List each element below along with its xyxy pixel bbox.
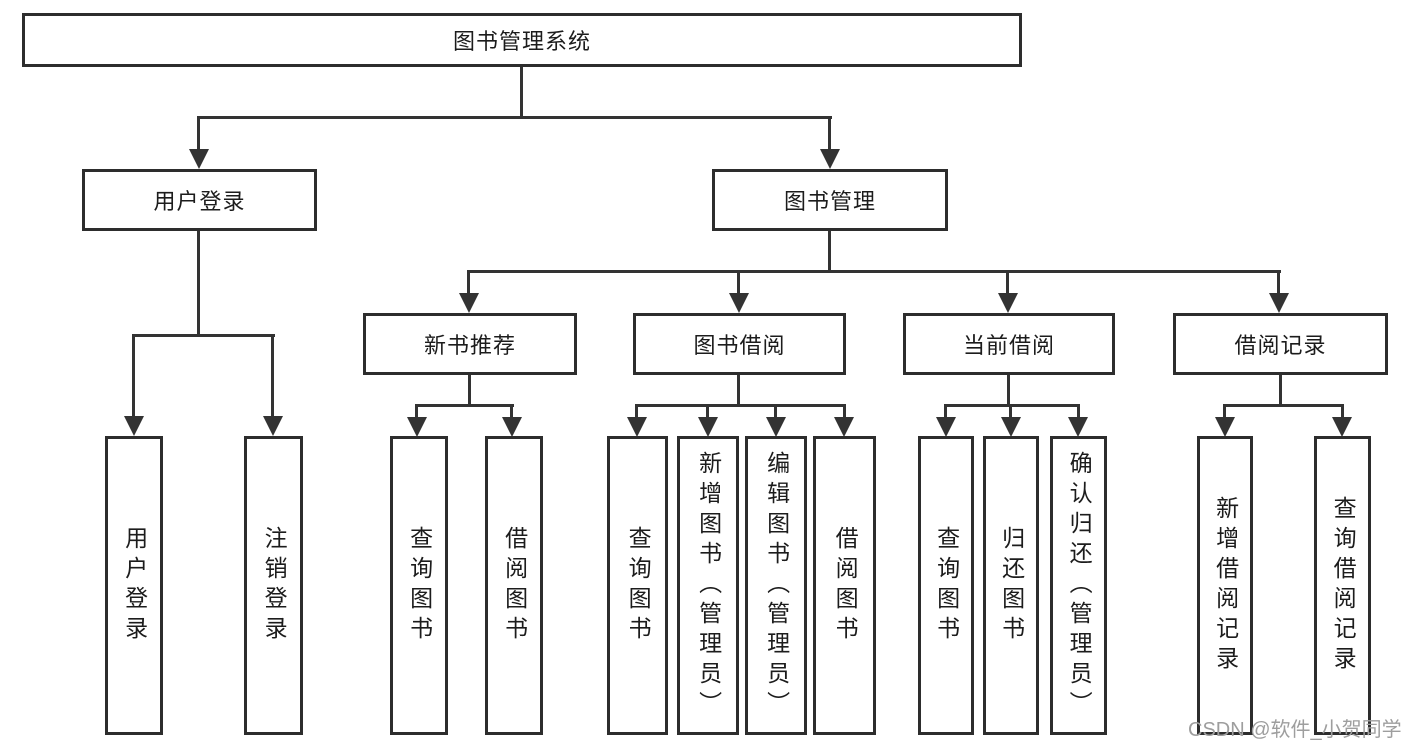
node-user-login: 用户登录 — [82, 169, 317, 231]
connector-line — [510, 404, 513, 418]
connector-line — [828, 231, 831, 273]
node-current-borrowing: 当前借阅 — [903, 313, 1115, 375]
node-leaf-borrow-books-1-label: 借阅图书 — [501, 525, 528, 646]
arrowhead-down-icon — [766, 417, 786, 437]
node-leaf-query-books-2-label: 查询图书 — [625, 525, 652, 646]
node-user-login-label: 用户登录 — [153, 189, 246, 214]
arrowhead-down-icon — [1001, 417, 1021, 437]
csdn-watermark: CSDN @软件_小贺同学 — [1188, 719, 1402, 741]
node-leaf-add-borrow-record: 新增借阅记录 — [1197, 436, 1253, 735]
arrowhead-down-icon — [820, 149, 840, 169]
node-leaf-logout: 注销登录 — [244, 436, 303, 735]
node-leaf-user-login-label: 用户登录 — [121, 525, 148, 646]
connector-line — [1006, 270, 1009, 294]
arrowhead-down-icon — [1068, 417, 1088, 437]
node-leaf-query-borrow-record: 查询借阅记录 — [1314, 436, 1371, 735]
node-leaf-confirm-return-admin-label: 确认归还（管理员） — [1066, 450, 1093, 721]
node-leaf-query-books-1: 查询图书 — [390, 436, 448, 735]
node-leaf-borrow-books-2-label: 借阅图书 — [832, 525, 859, 646]
connector-line — [132, 334, 135, 417]
connector-line — [944, 404, 947, 418]
connector-line — [197, 116, 832, 119]
node-leaf-add-book-admin: 新增图书（管理员） — [677, 436, 739, 735]
node-leaf-confirm-return-admin: 确认归还（管理员） — [1050, 436, 1107, 735]
node-leaf-query-books-3: 查询图书 — [918, 436, 974, 735]
arrowhead-down-icon — [998, 293, 1018, 313]
arrowhead-down-icon — [1215, 417, 1235, 437]
arrowhead-down-icon — [1269, 293, 1289, 313]
connector-line — [1279, 375, 1282, 407]
connector-line — [1223, 404, 1344, 407]
arrowhead-down-icon — [1332, 417, 1352, 437]
node-borrowing-records-label: 借阅记录 — [1234, 333, 1327, 358]
connector-line — [1009, 404, 1012, 418]
arrowhead-down-icon — [407, 417, 427, 437]
connector-line — [271, 334, 274, 417]
arrowhead-down-icon — [124, 416, 144, 436]
arrowhead-down-icon — [263, 416, 283, 436]
node-leaf-add-book-admin-label: 新增图书（管理员） — [695, 450, 722, 721]
node-leaf-query-books-1-label: 查询图书 — [406, 525, 433, 646]
node-leaf-user-login: 用户登录 — [105, 436, 163, 735]
connector-line — [706, 404, 709, 418]
node-book-management-label: 图书管理 — [783, 189, 876, 214]
node-new-book-recommend-label: 新书推荐 — [423, 333, 516, 358]
node-root: 图书管理系统 — [22, 13, 1022, 67]
node-new-book-recommend: 新书推荐 — [363, 313, 577, 375]
connector-line — [197, 231, 200, 336]
connector-line — [774, 404, 777, 418]
node-borrowing-records: 借阅记录 — [1173, 313, 1388, 375]
node-current-borrowing-label: 当前借阅 — [962, 333, 1055, 358]
node-book-borrowing-label: 图书借阅 — [693, 333, 786, 358]
arrowhead-down-icon — [834, 417, 854, 437]
connector-line — [132, 334, 275, 337]
node-leaf-query-borrow-record-label: 查询借阅记录 — [1330, 495, 1357, 676]
connector-line — [415, 404, 418, 418]
arrowhead-down-icon — [698, 417, 718, 437]
node-leaf-return-books-label: 归还图书 — [998, 525, 1025, 646]
node-leaf-query-books-2: 查询图书 — [607, 436, 668, 735]
connector-line — [737, 270, 740, 294]
node-leaf-edit-book-admin: 编辑图书（管理员） — [745, 436, 807, 735]
connector-line — [467, 270, 1281, 273]
connector-line — [635, 404, 638, 418]
node-root-label: 图书管理系统 — [452, 29, 591, 54]
connector-line — [520, 66, 523, 118]
node-book-borrowing: 图书借阅 — [633, 313, 846, 375]
connector-line — [828, 116, 831, 150]
node-leaf-borrow-books-2: 借阅图书 — [813, 436, 876, 735]
connector-line — [737, 375, 740, 407]
node-leaf-logout-label: 注销登录 — [261, 525, 288, 646]
connector-line — [467, 270, 470, 294]
arrowhead-down-icon — [729, 293, 749, 313]
connector-line — [1223, 404, 1226, 418]
node-leaf-add-borrow-record-label: 新增借阅记录 — [1212, 495, 1239, 676]
connector-line — [1277, 270, 1280, 294]
connector-line — [1007, 375, 1010, 407]
arrowhead-down-icon — [502, 417, 522, 437]
node-leaf-query-books-3-label: 查询图书 — [933, 525, 960, 646]
node-leaf-borrow-books-1: 借阅图书 — [485, 436, 543, 735]
connector-line — [415, 404, 514, 407]
arrowhead-down-icon — [189, 149, 209, 169]
connector-line — [843, 404, 846, 418]
arrowhead-down-icon — [459, 293, 479, 313]
connector-line — [1077, 404, 1080, 418]
arrowhead-down-icon — [936, 417, 956, 437]
arrowhead-down-icon — [627, 417, 647, 437]
node-leaf-return-books: 归还图书 — [983, 436, 1039, 735]
node-book-management: 图书管理 — [712, 169, 948, 231]
node-leaf-edit-book-admin-label: 编辑图书（管理员） — [763, 450, 790, 721]
connector-line — [1341, 404, 1344, 418]
connector-line — [635, 404, 846, 407]
connector-line — [197, 116, 200, 150]
connector-line — [468, 375, 471, 407]
connector-line — [944, 404, 1080, 407]
